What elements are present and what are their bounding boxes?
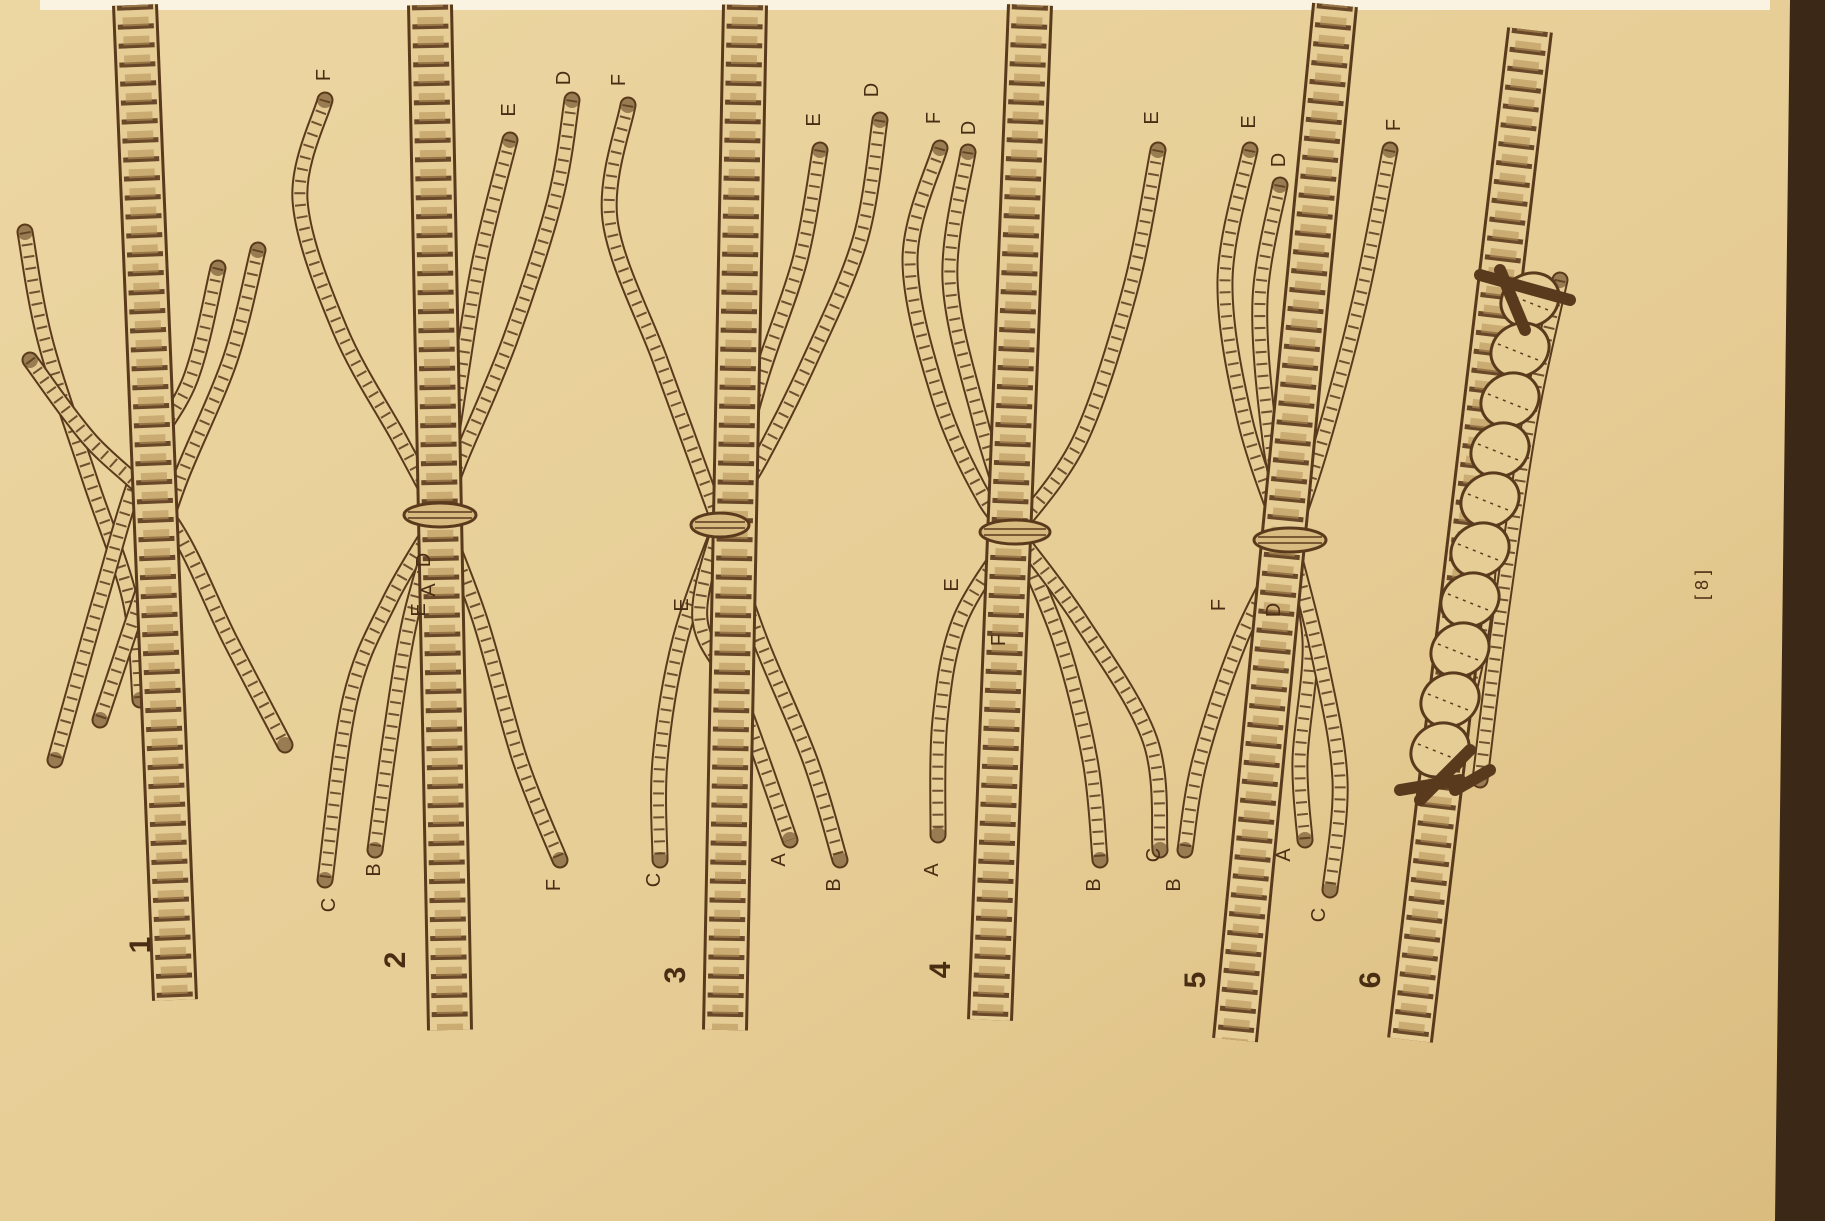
- strand-letter: E: [408, 603, 430, 616]
- strand-letter: D: [413, 553, 435, 567]
- strand-letter: B: [1083, 878, 1105, 891]
- strand-letter: D: [958, 121, 980, 135]
- figure-number-1: 1: [124, 937, 157, 954]
- figure-number-2: 2: [379, 952, 412, 969]
- strand-letter: A: [418, 583, 440, 597]
- strand-letter: E: [671, 598, 693, 611]
- strand-letter: E: [498, 103, 520, 116]
- strand-letter: F: [988, 634, 1010, 646]
- strand-letter: D: [553, 71, 575, 85]
- strand-letter: C: [1308, 908, 1330, 922]
- strand-letter: F: [313, 69, 335, 81]
- strand-letter: E: [1141, 111, 1163, 124]
- strand-letter: D: [861, 83, 883, 97]
- strand-letter: E: [941, 578, 963, 591]
- figure-4-seizing: [980, 520, 1050, 544]
- strand-letter: B: [823, 878, 845, 891]
- strand-letter: F: [1383, 119, 1405, 131]
- figure-number-5: 5: [1179, 972, 1212, 989]
- strand-letter: B: [363, 863, 385, 876]
- strand-letter: D: [1263, 603, 1285, 617]
- strand-letter: F: [923, 112, 945, 124]
- strand-letter: A: [768, 853, 790, 867]
- figure-3-seizing: [691, 513, 749, 537]
- strand-letter: B: [1163, 878, 1185, 891]
- strand-letter: E: [1238, 115, 1260, 128]
- figure-2-seizing: [404, 503, 476, 527]
- strand-letter: C: [643, 873, 665, 887]
- strand-letter: A: [1273, 848, 1295, 862]
- figure-5-seizing: [1254, 528, 1326, 552]
- strand-letter: A: [921, 863, 943, 877]
- strand-letter: F: [1208, 599, 1230, 611]
- figure-number-4: 4: [924, 961, 957, 978]
- strand-letter: D: [1268, 153, 1290, 167]
- strand-letter: C: [1143, 848, 1165, 862]
- figure-number-6: 6: [1354, 972, 1387, 989]
- strand-letter: F: [543, 879, 565, 891]
- strand-letter: F: [608, 74, 630, 86]
- page-number: [ 8 ]: [1692, 570, 1712, 600]
- strand-letter: C: [318, 898, 340, 912]
- figure-number-3: 3: [659, 967, 692, 984]
- strand-letter: E: [803, 113, 825, 126]
- top-white-strip: [40, 0, 1770, 10]
